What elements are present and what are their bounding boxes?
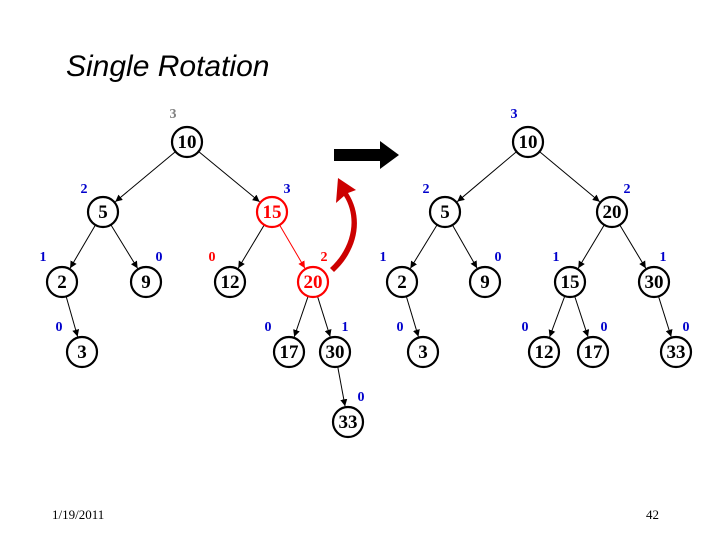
after-edge-15-17 [574,296,590,337]
before-node-12 [213,265,247,299]
after-node-label-9: 9 [480,272,490,293]
before-edge-10-15 [198,151,260,203]
after-edge-10-20 [539,151,601,203]
before-node-20 [296,265,330,299]
right-arrow-icon [334,141,399,169]
after-node-label-33: 33 [667,342,686,363]
before-node-17 [272,335,306,369]
after-balance-12: 0 [522,320,529,335]
after-balance-30: 1 [660,250,667,265]
before-balance-20: 2 [321,250,328,265]
before-edge-2-3 [65,296,80,337]
before-balance-30: 1 [342,320,349,335]
before-edge-15-20 [279,224,306,269]
before-balance-9: 0 [156,250,163,265]
before-edge-20-30 [317,296,332,337]
after-node-label-30: 30 [645,272,664,293]
before-node-label-12: 12 [221,272,240,293]
before-node-5 [86,195,120,229]
before-node-label-5: 5 [98,202,108,223]
after-node-label-5: 5 [440,202,450,223]
before-balance-15: 3 [284,182,291,197]
before-balance-5: 2 [81,182,88,197]
after-balance-9: 0 [495,250,502,265]
before-node-10 [170,125,204,159]
before-node-label-17: 17 [280,342,300,363]
after-edge-15-12 [548,295,566,338]
after-edge-2-3 [405,296,420,337]
before-node-label-30: 30 [326,342,345,363]
before-balance-2: 1 [40,250,47,265]
after-node-3 [406,335,440,369]
before-edge-20-17 [293,296,309,338]
after-node-17 [576,335,610,369]
after-node-20 [595,195,629,229]
before-edge-30-33 [337,366,348,407]
after-node-label-20: 20 [603,202,622,223]
after-balance-15: 1 [553,250,560,265]
after-node-label-12: 12 [535,342,554,363]
after-node-30 [637,265,671,299]
before-node-9 [129,265,163,299]
after-balance-2: 1 [380,250,387,265]
after-node-label-15: 15 [561,272,580,293]
after-node-2 [385,265,419,299]
before-edge-15-12 [237,224,265,269]
before-edge-10-5 [114,151,176,203]
slide-title: Single Rotation [66,50,270,83]
before-node-15 [255,195,289,229]
before-node-label-3: 3 [77,342,87,363]
before-balance-12: 0 [209,250,216,265]
before-edge-5-9 [110,224,139,269]
before-node-label-10: 10 [178,132,197,153]
after-edge-5-2 [409,224,438,269]
after-edge-5-9 [452,224,478,269]
before-node-33 [331,405,365,439]
curved-up-arrow-icon [330,178,357,272]
before-balance-33: 0 [358,390,365,405]
after-balance-20: 2 [624,182,631,197]
after-balance-33: 0 [683,320,690,335]
before-balance-17: 0 [265,320,272,335]
before-edge-5-2 [69,224,96,269]
after-edge-20-30 [619,224,647,269]
after-node-label-17: 17 [584,342,604,363]
after-node-label-10: 10 [519,132,538,153]
after-node-5 [428,195,462,229]
before-node-2 [45,265,79,299]
after-balance-3: 0 [397,320,404,335]
after-balance-5: 2 [423,182,430,197]
after-node-33 [659,335,693,369]
before-node-label-2: 2 [57,272,67,293]
after-edge-20-15 [577,224,605,269]
before-balance-3: 0 [56,320,63,335]
after-node-9 [468,265,502,299]
before-node-label-9: 9 [141,272,151,293]
after-node-label-2: 2 [397,272,407,293]
after-node-label-3: 3 [418,342,428,363]
before-node-label-20: 20 [304,272,323,293]
before-node-label-33: 33 [339,412,358,433]
footer-page-number: 42 [646,507,659,522]
after-balance-10: 3 [511,107,518,122]
after-node-12 [527,335,561,369]
before-node-30 [318,335,352,369]
after-edge-10-5 [456,151,517,203]
after-edge-30-33 [658,296,673,337]
before-node-label-15: 15 [263,202,282,223]
after-balance-17: 0 [601,320,608,335]
before-node-3 [65,335,99,369]
after-node-15 [553,265,587,299]
footer-date: 1/19/2011 [52,507,105,522]
after-node-10 [511,125,545,159]
before-balance-10: 3 [170,107,177,122]
